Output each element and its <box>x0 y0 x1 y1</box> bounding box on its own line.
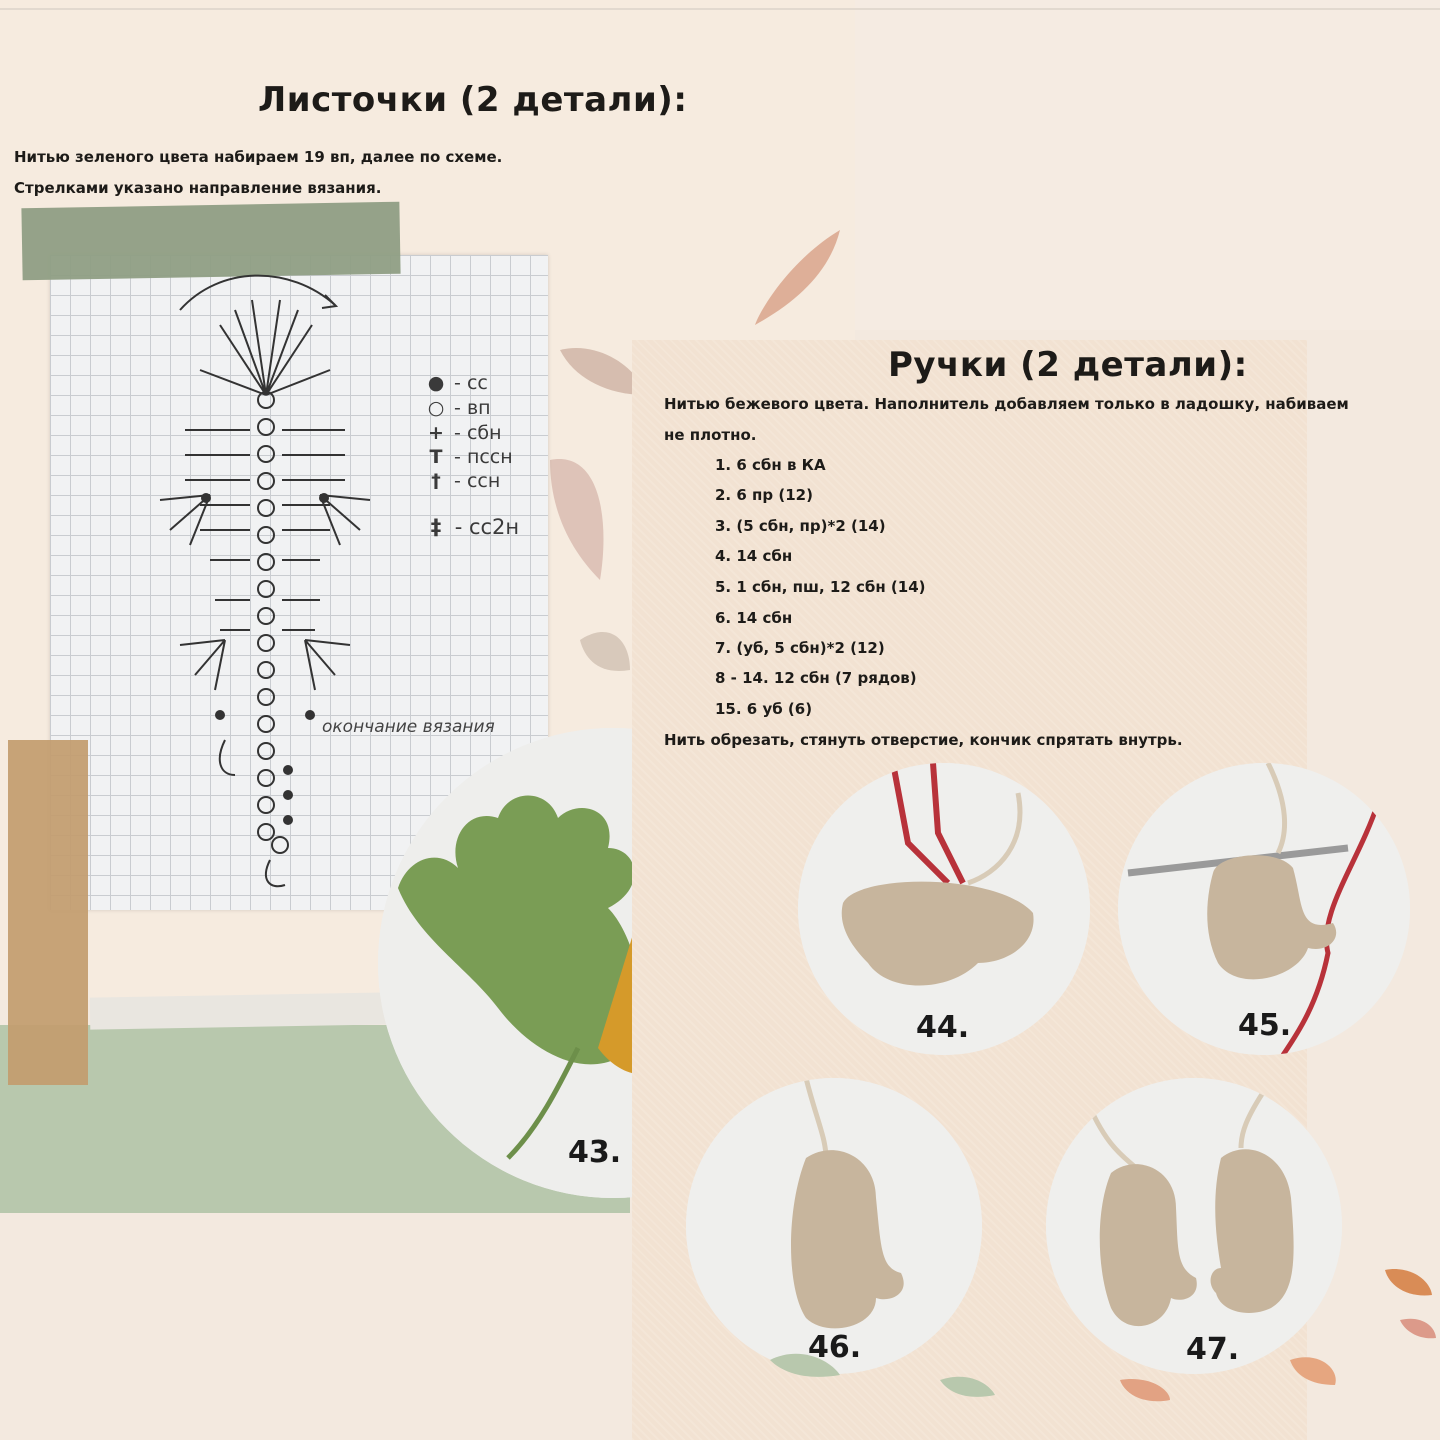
legend-label: - пссн <box>454 446 513 468</box>
arms-step-8: 8 - 14. 12 сбн (7 рядов) <box>715 669 917 687</box>
washi-tape <box>21 201 401 281</box>
legend-symbol: ‡ <box>430 515 442 539</box>
arms-step-2: 2. 6 пр (12) <box>715 486 813 504</box>
arms-step-1: 1. 6 сбн в КА <box>715 456 826 474</box>
legend-label: - ссн <box>454 470 501 492</box>
legend-item-ch: ○ - вп <box>424 397 491 419</box>
photo-label-44: 44. <box>916 1010 970 1045</box>
decorative-leaves-icon <box>550 230 840 671</box>
legend-item-tr: ‡ - сс2н <box>424 515 519 539</box>
crochet-arm-start-icon <box>798 763 1090 1055</box>
legend-label: - вп <box>454 397 491 419</box>
photo-47 <box>1046 1078 1342 1374</box>
kraft-tape <box>8 740 88 1085</box>
legend-item-sc: + - сбн <box>424 422 502 444</box>
legend-label: - сс <box>454 372 488 394</box>
arms-step-7: 7. (уб, 5 сбн)*2 (12) <box>715 639 885 657</box>
photo-44 <box>798 763 1090 1055</box>
arms-title: Ручки (2 детали): <box>888 345 1248 385</box>
arms-outro: Нить обрезать, стянуть отверстие, кончик… <box>664 731 1183 749</box>
leaves-title: Листочки (2 детали): <box>258 80 688 120</box>
photo-label-45: 45. <box>1238 1008 1292 1043</box>
legend-symbol: ○ <box>427 397 445 419</box>
legend-symbol: + <box>428 422 444 444</box>
arms-intro-1: Нитью бежевого цвета. Наполнитель добавл… <box>664 395 1349 413</box>
photo-label-47: 47. <box>1186 1332 1240 1367</box>
photo-45 <box>1118 763 1410 1055</box>
legend-symbol: ● <box>427 372 445 394</box>
crochet-arm-hook-icon <box>1118 763 1410 1055</box>
photo-label-43: 43. <box>568 1135 622 1170</box>
legend-symbol: T <box>429 446 443 468</box>
arms-step-6: 6. 14 сбн <box>715 609 793 627</box>
crochet-chart-icon <box>159 274 371 888</box>
leaves-instruction-2: Стрелками указано направление вязания. <box>14 179 382 197</box>
leaves-instruction-1: Нитью зеленого цвета набираем 19 вп, дал… <box>14 148 503 166</box>
top-divider <box>0 8 1440 10</box>
legend-symbol: † <box>431 470 441 492</box>
background-panel <box>855 0 1440 330</box>
legend-label: - сбн <box>454 422 502 444</box>
photo-46 <box>686 1078 982 1374</box>
arms-intro-2: не плотно. <box>664 426 757 444</box>
arms-step-5: 5. 1 сбн, пш, 12 сбн (14) <box>715 578 926 596</box>
arms-step-9: 15. 6 уб (6) <box>715 700 813 718</box>
crochet-arms-pair-icon <box>1046 1078 1342 1374</box>
legend-label: - сс2н <box>454 515 520 539</box>
arms-step-4: 4. 14 сбн <box>715 547 793 565</box>
arms-step-3: 3. (5 сбн, пр)*2 (14) <box>715 517 886 535</box>
legend-item-sl: ● - сс <box>424 372 488 394</box>
end-note: окончание вязания <box>322 717 495 737</box>
legend-item-hdc: T - пссн <box>424 446 513 468</box>
crochet-arm-finished-icon <box>686 1078 982 1374</box>
torn-paper <box>89 992 391 1030</box>
falling-leaves-icon <box>770 1269 1436 1402</box>
legend-item-dc: † - ссн <box>424 470 500 492</box>
